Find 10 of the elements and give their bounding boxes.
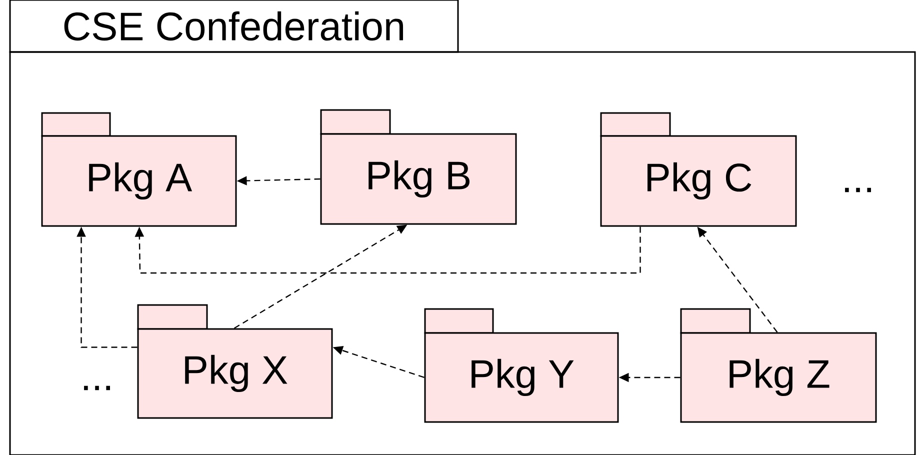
package-box: Pkg C: [600, 112, 797, 227]
ellipsis: ...: [84, 386, 110, 390]
package-box: Pkg A: [41, 112, 237, 227]
ellipsis: ...: [845, 188, 871, 192]
package-box: Pkg Y: [424, 308, 619, 423]
package-box: Pkg Z: [680, 308, 877, 423]
node-label: CSE Confederation: [64, 11, 404, 41]
package-box: Pkg X: [137, 304, 333, 419]
dependency-arrow: [134, 226, 641, 274]
package-box: Pkg B: [320, 109, 517, 225]
